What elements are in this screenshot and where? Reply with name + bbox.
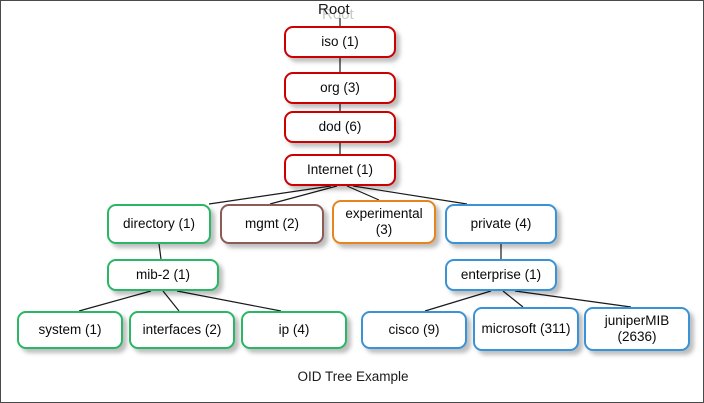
edge-internet-to-mgmt <box>269 185 338 205</box>
node-label-dod: dod (6) <box>318 119 362 135</box>
edge-internet-to-directory <box>208 185 332 205</box>
node-directory[interactable]: directory (1) <box>107 204 211 244</box>
node-dod[interactable]: dod (6) <box>284 111 396 143</box>
edge-enterprise-to-microsoft <box>502 290 524 308</box>
node-cisco[interactable]: cisco (9) <box>361 311 467 349</box>
node-private[interactable]: private (4) <box>445 204 557 244</box>
node-juniper[interactable]: juniperMIB (2636) <box>584 307 690 351</box>
root-label: Root Root <box>318 1 354 23</box>
node-experimental[interactable]: experimental (3) <box>332 200 436 244</box>
node-microsoft[interactable]: microsoft (311) <box>473 307 579 351</box>
node-system[interactable]: system (1) <box>17 311 123 349</box>
node-label-mgmt: mgmt (2) <box>245 216 299 232</box>
node-interfaces[interactable]: interfaces (2) <box>129 311 235 349</box>
node-label-cisco: cisco (9) <box>388 322 440 338</box>
edge-directory-to-mib2 <box>158 243 162 260</box>
figure-caption: OID Tree Example <box>297 369 409 384</box>
node-label-system: system (1) <box>38 322 102 338</box>
node-label-enterprise: enterprise (1) <box>460 267 542 283</box>
edge-mib2-to-interfaces <box>162 290 180 312</box>
node-label-experimental: experimental (3) <box>345 206 423 237</box>
edge-mib2-to-system <box>78 290 152 312</box>
edge-internet-to-experimental <box>346 185 380 201</box>
node-label-internet: Internet (1) <box>306 162 374 178</box>
node-iso[interactable]: iso (1) <box>284 26 396 58</box>
node-label-org: org (3) <box>320 80 360 96</box>
node-label-directory: directory (1) <box>122 216 195 232</box>
node-org[interactable]: org (3) <box>284 72 396 104</box>
edge-enterprise-to-juniper <box>514 290 632 308</box>
node-label-private: private (4) <box>470 216 532 232</box>
root-label-text: Root <box>318 1 350 18</box>
node-mib2[interactable]: mib-2 (1) <box>107 259 219 291</box>
node-enterprise[interactable]: enterprise (1) <box>445 259 557 291</box>
node-internet[interactable]: Internet (1) <box>284 154 396 186</box>
node-label-mib2: mib-2 (1) <box>135 267 190 283</box>
node-label-interfaces: interfaces (2) <box>142 322 222 338</box>
node-mgmt[interactable]: mgmt (2) <box>220 204 324 244</box>
node-ip[interactable]: ip (4) <box>241 311 347 349</box>
node-label-microsoft: microsoft (311) <box>481 321 571 337</box>
node-label-ip: ip (4) <box>278 322 310 338</box>
edge-mib2-to-ip <box>176 290 282 312</box>
node-label-juniper: juniperMIB (2636) <box>604 313 670 344</box>
node-label-iso: iso (1) <box>321 34 359 50</box>
